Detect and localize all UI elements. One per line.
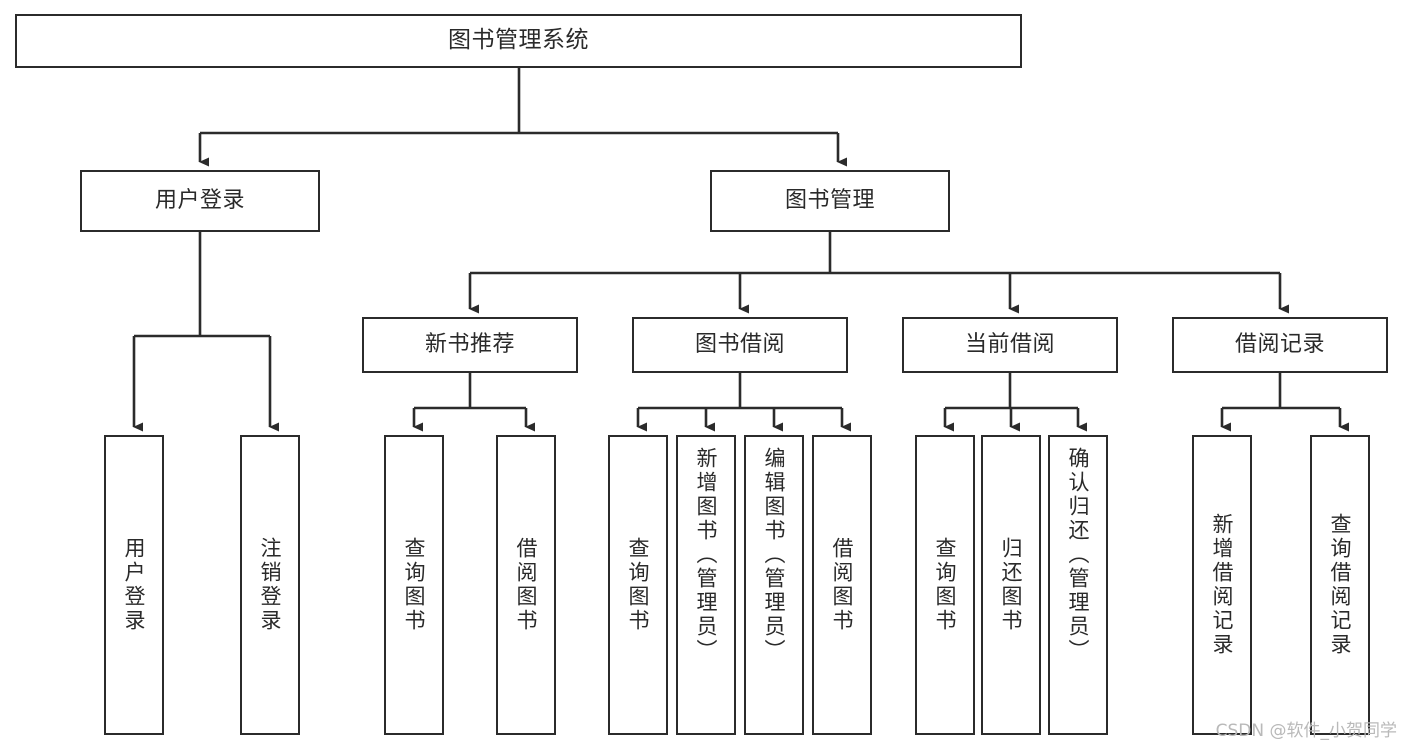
node-label: 查询图书 bbox=[402, 537, 427, 633]
node-label: 用户登录 bbox=[154, 188, 245, 214]
node-label: 用户登录 bbox=[122, 537, 147, 633]
node-current-borrow[interactable]: 当前借阅 bbox=[902, 317, 1118, 373]
node-label: 新书推荐 bbox=[424, 332, 515, 358]
leaf-user-login-login[interactable]: 用户登录 bbox=[104, 435, 164, 735]
node-book-management[interactable]: 图书管理 bbox=[710, 170, 950, 232]
node-label: 查询图书 bbox=[933, 537, 958, 633]
leaf-book-borrow-borrow-book[interactable]: 借阅图书 bbox=[812, 435, 872, 735]
csdn-watermark: CSDN @软件_小贺同学 bbox=[1215, 721, 1397, 741]
leaf-user-login-logout[interactable]: 注销登录 bbox=[240, 435, 300, 735]
node-label: 新增借阅记录 bbox=[1210, 513, 1235, 657]
node-label: 查询图书 bbox=[626, 537, 651, 633]
node-label: 借阅图书 bbox=[514, 537, 539, 633]
leaf-current-borrow-query-book[interactable]: 查询图书 bbox=[915, 435, 975, 735]
node-borrow-record[interactable]: 借阅记录 bbox=[1172, 317, 1388, 373]
node-label: 当前借阅 bbox=[964, 332, 1055, 358]
node-label: 注销登录 bbox=[258, 537, 283, 633]
leaf-current-borrow-return-book[interactable]: 归还图书 bbox=[981, 435, 1041, 735]
node-new-book-recommend[interactable]: 新书推荐 bbox=[362, 317, 578, 373]
leaf-borrow-record-query-record[interactable]: 查询借阅记录 bbox=[1310, 435, 1370, 735]
node-label: 借阅记录 bbox=[1234, 332, 1325, 358]
node-label: 查询借阅记录 bbox=[1328, 513, 1353, 657]
node-label: 新增图书（管理员） bbox=[694, 447, 719, 663]
node-label: 图书管理 bbox=[784, 188, 875, 214]
node-label: 图书借阅 bbox=[694, 332, 785, 358]
node-book-borrow[interactable]: 图书借阅 bbox=[632, 317, 848, 373]
leaf-borrow-record-add-record[interactable]: 新增借阅记录 bbox=[1192, 435, 1252, 735]
leaf-new-book-borrow-book[interactable]: 借阅图书 bbox=[496, 435, 556, 735]
node-label: 图书管理系统 bbox=[448, 27, 589, 54]
leaf-current-borrow-confirm-return-admin[interactable]: 确认归还（管理员） bbox=[1048, 435, 1108, 735]
node-label: 编辑图书（管理员） bbox=[762, 447, 787, 663]
leaf-book-borrow-query-book[interactable]: 查询图书 bbox=[608, 435, 668, 735]
node-label: 确认归还（管理员） bbox=[1066, 447, 1091, 663]
leaf-book-borrow-add-book-admin[interactable]: 新增图书（管理员） bbox=[676, 435, 736, 735]
node-user-login[interactable]: 用户登录 bbox=[80, 170, 320, 232]
node-root-system[interactable]: 图书管理系统 bbox=[15, 14, 1022, 68]
leaf-book-borrow-edit-book-admin[interactable]: 编辑图书（管理员） bbox=[744, 435, 804, 735]
leaf-new-book-query-book[interactable]: 查询图书 bbox=[384, 435, 444, 735]
node-label: 归还图书 bbox=[999, 537, 1024, 633]
node-label: 借阅图书 bbox=[830, 537, 855, 633]
